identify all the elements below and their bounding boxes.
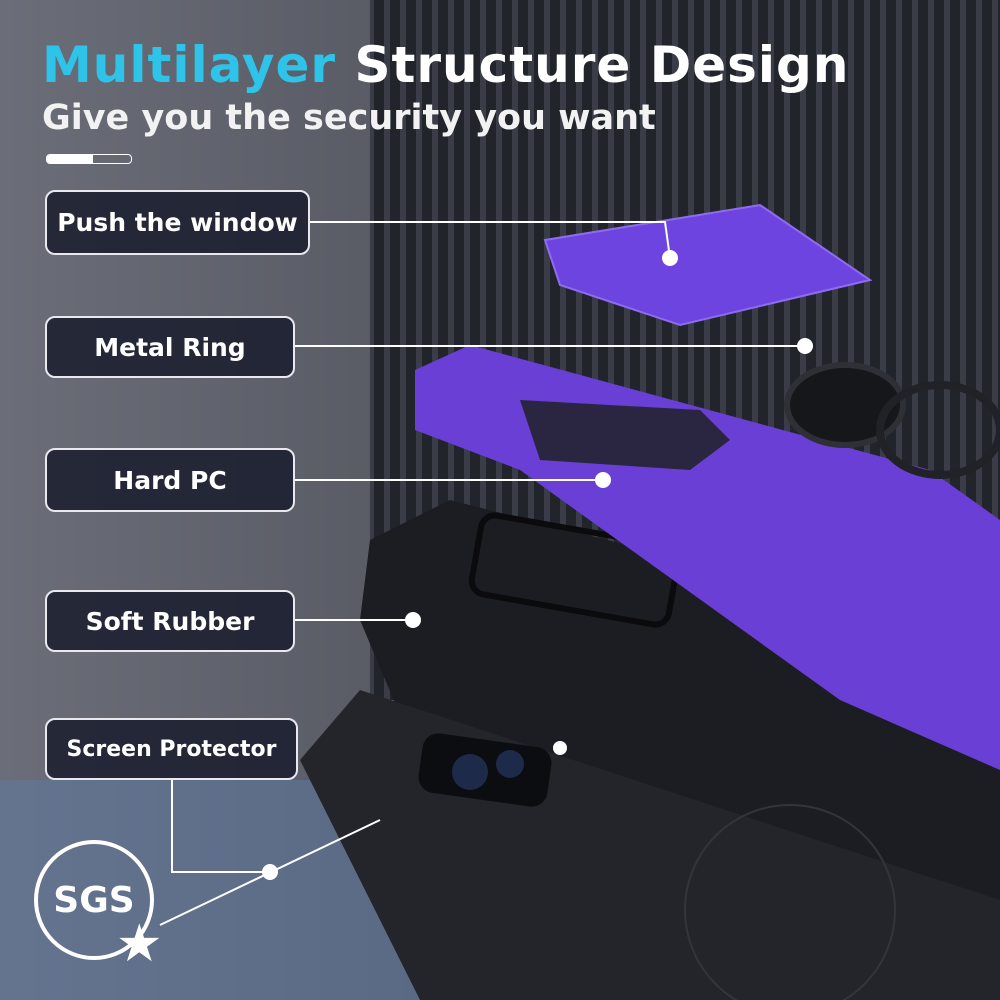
camera-flash [553, 741, 567, 755]
label-metal-ring: Metal Ring [45, 316, 295, 378]
camera-lens [452, 754, 488, 790]
hard-pc-camera-opening [520, 400, 730, 470]
sgs-badge: SGS [34, 840, 154, 960]
subtitle: Give you the security you want [42, 98, 656, 138]
push-window-slider [543, 203, 873, 327]
camera-cutout [468, 512, 682, 628]
headline: Multilayer Structure Design [42, 36, 849, 94]
decorative-progress-bar [46, 154, 132, 164]
connector-lines [159, 221, 805, 926]
label-push-window: Push the window [45, 190, 310, 255]
headline-highlight: Multilayer [42, 36, 337, 94]
connector-dots [262, 250, 813, 880]
magsafe-ring [684, 804, 896, 1000]
metal-ring-loop [876, 381, 1000, 479]
label-soft-rubber: Soft Rubber [45, 590, 295, 652]
star-icon: ★ [116, 914, 163, 974]
label-screen-protector: Screen Protector [45, 718, 298, 780]
camera-lens [496, 750, 524, 778]
label-hard-pc: Hard PC [45, 448, 295, 512]
headline-rest: Structure Design [354, 36, 850, 94]
metal-ring [784, 362, 906, 448]
